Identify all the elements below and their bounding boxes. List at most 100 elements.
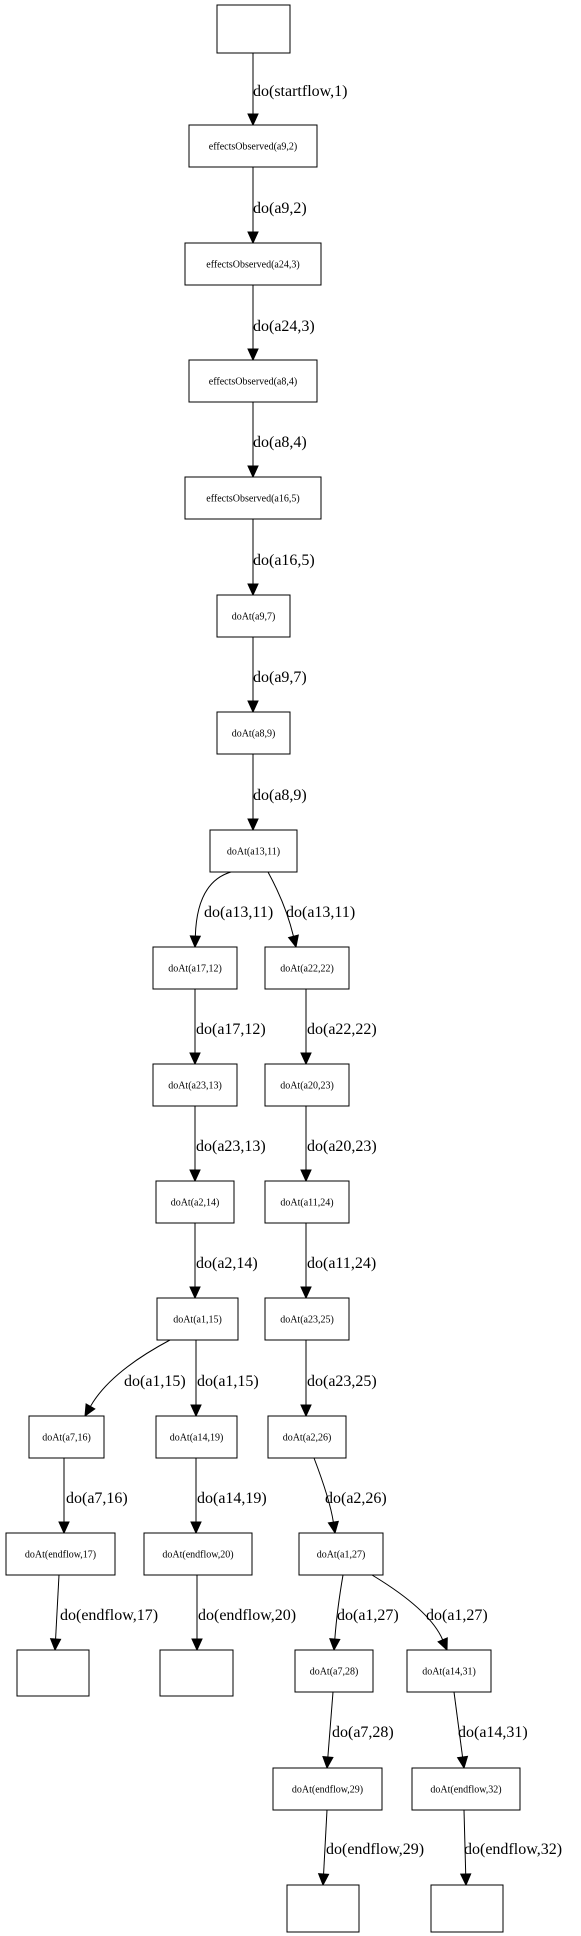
flow-edge: do(a17,12) xyxy=(189,989,266,1066)
arrowhead-icon xyxy=(329,1638,341,1652)
edge-label: do(a24,3) xyxy=(253,318,315,335)
flow-node: effectsObserved(a16,5) xyxy=(184,476,322,520)
arrowhead-icon xyxy=(300,1169,312,1183)
flow-node: doAt(a14,31) xyxy=(406,1649,492,1693)
node-box xyxy=(152,1063,238,1107)
node-box xyxy=(184,476,322,520)
node-label: doAt(a17,12) xyxy=(168,964,222,975)
flow-edge: do(a7,28) xyxy=(322,1691,394,1770)
edge-label: do(a13,11) xyxy=(286,904,355,921)
edge-label: do(a1,27) xyxy=(337,1607,399,1624)
terminal-node xyxy=(286,1884,360,1933)
node-box xyxy=(159,1649,234,1697)
node-box xyxy=(267,1415,347,1459)
node-box xyxy=(188,124,318,168)
edge-line xyxy=(89,1339,171,1407)
edge-label: do(a13,11) xyxy=(204,904,273,921)
node-label: doAt(a13,11) xyxy=(227,847,280,858)
flow-edge: do(a23,13) xyxy=(189,1106,266,1183)
edge-label: do(a23,13) xyxy=(196,1138,266,1155)
arrowhead-icon xyxy=(189,1052,201,1066)
node-label: doAt(a20,23) xyxy=(280,1081,334,1092)
flow-edge: do(a9,7) xyxy=(247,637,307,714)
edge-line xyxy=(371,1574,444,1641)
arrowhead-icon xyxy=(322,1756,334,1770)
edge-label: do(a22,22) xyxy=(307,1021,377,1038)
node-label: doAt(a22,22) xyxy=(280,964,334,975)
node-label: doAt(a1,15) xyxy=(173,1315,222,1326)
flow-node: doAt(a13,11) xyxy=(209,829,298,873)
edge-line xyxy=(323,1809,328,1875)
node-box xyxy=(155,1180,235,1224)
edge-label: do(a14,31) xyxy=(458,1724,528,1741)
flow-edge: do(a13,11) xyxy=(189,871,273,949)
terminal-node xyxy=(159,1649,234,1697)
flow-edge: do(a9,2) xyxy=(247,167,307,245)
nodes-layer: effectsObserved(a9,2)effectsObserved(a24… xyxy=(5,4,521,1933)
arrowhead-icon xyxy=(58,1521,70,1535)
node-label: doAt(a7,16) xyxy=(42,1433,91,1444)
edge-label: do(a8,9) xyxy=(253,787,307,804)
flow-edge: do(a2,26) xyxy=(313,1457,387,1535)
edge-label: do(a9,2) xyxy=(253,200,307,217)
flow-edge: do(startflow,1) xyxy=(247,53,348,127)
node-box xyxy=(264,1063,350,1107)
flow-edge: do(a8,9) xyxy=(247,754,307,832)
edge-label: do(a7,16) xyxy=(66,1490,128,1507)
arrowhead-icon xyxy=(300,1404,312,1418)
flow-edge: do(a1,15) xyxy=(84,1339,186,1418)
arrowhead-icon xyxy=(49,1638,62,1652)
node-box xyxy=(411,1767,521,1811)
arrowhead-icon xyxy=(247,231,259,245)
edge-line xyxy=(313,1457,334,1523)
flow-node: doAt(a7,16) xyxy=(28,1415,105,1459)
node-box xyxy=(264,946,350,990)
node-box xyxy=(209,829,298,873)
node-label: doAt(endflow,29) xyxy=(292,1785,363,1796)
edge-label: do(a9,7) xyxy=(253,669,307,686)
flow-node: doAt(a1,27) xyxy=(298,1532,384,1576)
edge-line xyxy=(267,871,294,937)
flow-edge: do(endflow,20) xyxy=(191,1575,296,1652)
flow-node: doAt(a17,12) xyxy=(152,946,238,990)
arrowhead-icon xyxy=(247,700,259,714)
node-box xyxy=(294,1649,374,1693)
node-box xyxy=(264,1180,350,1224)
terminal-node xyxy=(216,4,291,54)
flow-node: doAt(a22,22) xyxy=(264,946,350,990)
edge-label: do(a7,28) xyxy=(332,1724,394,1741)
node-label: doAt(a2,26) xyxy=(283,1433,332,1444)
arrowhead-icon xyxy=(247,465,259,479)
flow-edge: do(a24,3) xyxy=(247,285,315,362)
flow-edge: do(a2,14) xyxy=(189,1223,258,1300)
terminal-node xyxy=(430,1884,504,1933)
edge-label: do(startflow,1) xyxy=(253,83,348,100)
edge-label: do(endflow,29) xyxy=(326,1841,424,1858)
flow-node: doAt(endflow,29) xyxy=(272,1767,383,1811)
node-box xyxy=(216,4,291,54)
flow-edge: do(endflow,29) xyxy=(317,1809,424,1887)
arrowhead-icon xyxy=(459,1873,472,1887)
flow-node: doAt(a8,9) xyxy=(216,711,291,755)
node-label: doAt(endflow,17) xyxy=(25,1550,96,1561)
flow-node: doAt(endflow,20) xyxy=(143,1532,253,1576)
arrowhead-icon xyxy=(189,1286,201,1300)
node-label: effectsObserved(a9,2) xyxy=(209,142,297,153)
flow-edge: do(a20,23) xyxy=(300,1106,377,1183)
arrowhead-icon xyxy=(190,1404,202,1418)
node-label: effectsObserved(a16,5) xyxy=(206,494,299,505)
node-box xyxy=(264,1297,350,1341)
edge-line xyxy=(55,1574,60,1640)
arrowhead-icon xyxy=(456,1755,469,1770)
edge-label: do(endflow,17) xyxy=(60,1607,158,1624)
flow-node: doAt(endflow,17) xyxy=(5,1532,116,1576)
node-label: effectsObserved(a8,4) xyxy=(209,377,297,388)
flow-edge: do(a16,5) xyxy=(247,519,315,597)
flow-edge: do(a22,22) xyxy=(300,989,377,1066)
flow-edge: do(endflow,17) xyxy=(49,1574,158,1652)
terminal-node xyxy=(16,1649,90,1697)
node-box xyxy=(16,1649,90,1697)
node-box xyxy=(188,359,318,403)
node-box xyxy=(406,1649,492,1693)
flow-node: doAt(a2,26) xyxy=(267,1415,347,1459)
